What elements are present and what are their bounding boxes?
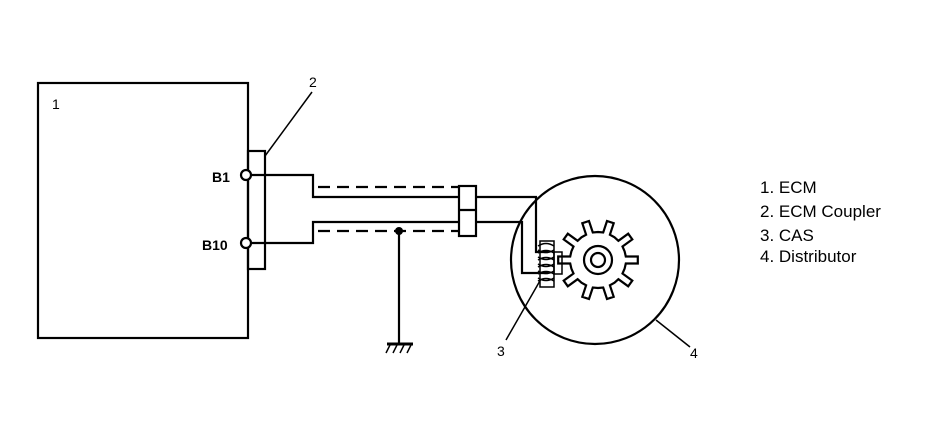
ecm-coupler (246, 149, 267, 271)
pin-b10-label: B10 (202, 237, 228, 253)
distributor-number-label: 4 (690, 345, 698, 361)
wire-to-cas-lower (476, 220, 548, 275)
legend-item: 3. CAS (760, 226, 814, 245)
legend-item: 1. ECM (760, 178, 817, 197)
cas-coil-icon (537, 240, 563, 288)
wire-b10 (251, 220, 459, 245)
legend-item: 2. ECM Coupler (760, 202, 881, 221)
pin-b1-label: B1 (212, 169, 230, 185)
ground-icon (385, 344, 412, 354)
wire-b1 (251, 173, 459, 199)
coupler-number-label: 2 (309, 74, 317, 90)
ecm-box (36, 81, 250, 340)
coupler-leader-line (264, 91, 313, 157)
distributor-leader-line (655, 319, 691, 348)
cas-leader-line (505, 278, 542, 341)
terminal-b1 (239, 168, 253, 182)
rotor-shaft-outer (582, 244, 614, 276)
cas-number-label: 3 (497, 343, 505, 359)
signal-rotor-icon (557, 219, 639, 301)
legend-item: 4. Distributor (760, 247, 857, 266)
ecm-number-label: 1 (52, 96, 60, 112)
legend: 1. ECM 2. ECM Coupler 3. CAS 4. Distribu… (760, 178, 881, 266)
terminal-b10 (239, 236, 253, 250)
distributor-body (509, 174, 681, 346)
rotor-shaft-inner (589, 251, 607, 269)
